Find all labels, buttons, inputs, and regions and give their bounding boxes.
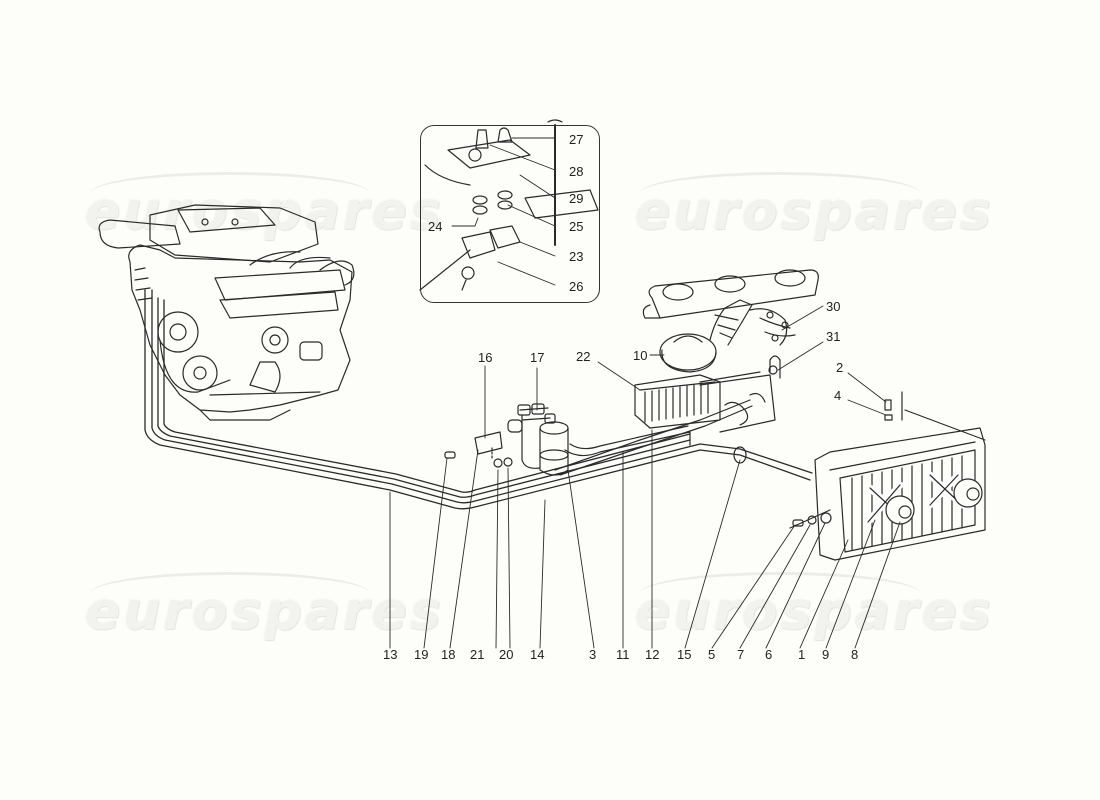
callout-23: 23 [569, 249, 584, 264]
callout-21: 21 [470, 647, 485, 662]
callout-28: 28 [569, 164, 584, 179]
callout-20: 20 [499, 647, 514, 662]
control-panel-inset [420, 125, 600, 303]
receiver-drier-illustration [444, 403, 569, 476]
callout-15: 15 [677, 647, 692, 662]
refrigerant-line-11-12 [554, 399, 753, 476]
blower-and-duct-illustration [642, 269, 819, 373]
callout-10: 10 [633, 348, 648, 363]
callout-13: 13 [383, 647, 398, 662]
callout-5: 5 [708, 647, 716, 662]
callout-16: 16 [478, 350, 493, 365]
callout-30: 30 [826, 299, 841, 314]
callout-9: 9 [822, 647, 830, 662]
watermark-bottom-left: eurospares [85, 582, 444, 642]
watermark-swoosh [90, 172, 370, 215]
watermark-swoosh [640, 172, 920, 215]
engine-illustration [98, 204, 355, 421]
callout-26: 26 [569, 279, 584, 294]
callout-12: 12 [645, 647, 660, 662]
callout-17: 17 [530, 350, 545, 365]
callout-29: 29 [569, 191, 584, 206]
callout-19: 19 [414, 647, 429, 662]
callout-22: 22 [576, 349, 591, 364]
callout-14: 14 [530, 647, 545, 662]
callout-7: 7 [737, 647, 745, 662]
callout-18: 18 [441, 647, 456, 662]
evaporator-illustration [634, 355, 781, 433]
callout-8: 8 [851, 647, 859, 662]
watermark-swoosh [640, 572, 920, 615]
callout-31: 31 [826, 329, 841, 344]
watermark-swoosh [90, 572, 370, 615]
callout-3: 3 [589, 647, 597, 662]
refrigerant-line-13-14 [144, 289, 813, 510]
callout-11: 11 [616, 647, 630, 662]
callout-24: 24 [428, 219, 443, 234]
leader-lines [389, 137, 901, 649]
callout-1: 1 [798, 647, 806, 662]
watermark-top-right: eurospares [635, 182, 994, 242]
condenser-illustration [733, 391, 986, 561]
callout-6: 6 [765, 647, 773, 662]
callout-4: 4 [834, 388, 842, 403]
watermark-bottom-right: eurospares [635, 582, 994, 642]
callout-25: 25 [569, 219, 584, 234]
callout-2: 2 [836, 360, 844, 375]
callout-27: 27 [569, 132, 584, 147]
